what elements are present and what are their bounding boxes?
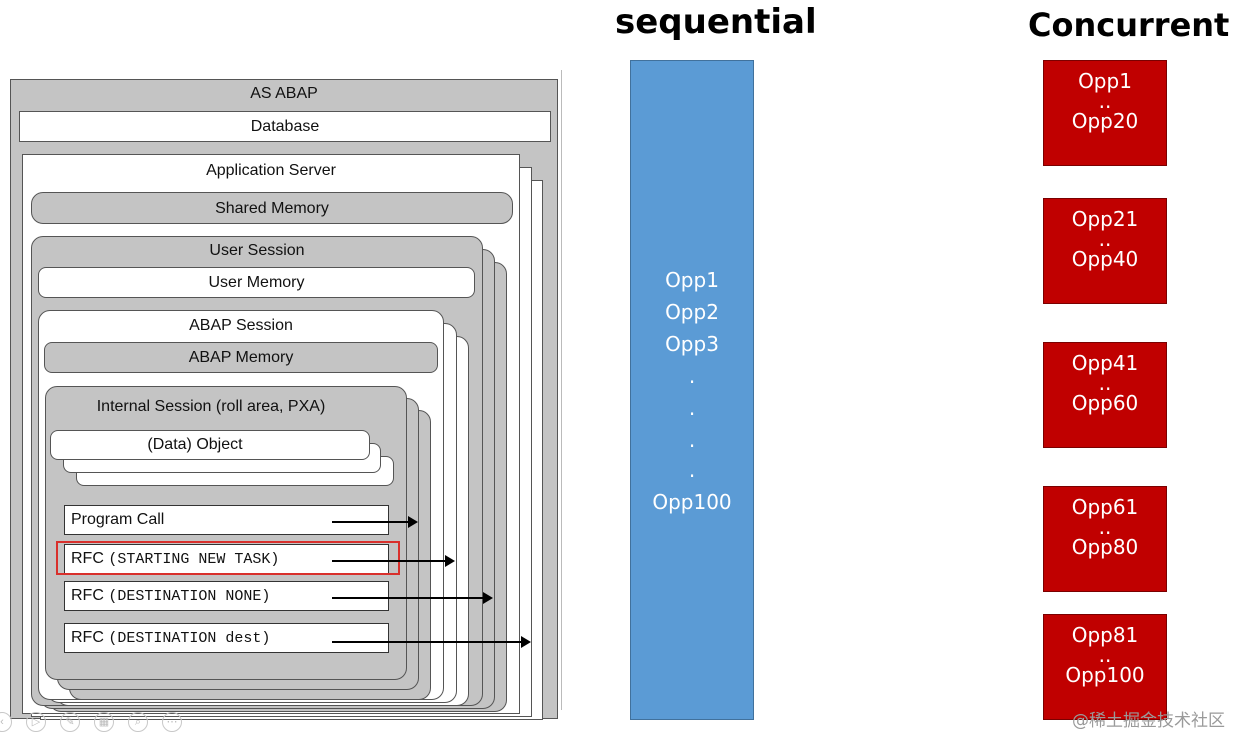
group-5-dots: ..: [1098, 643, 1112, 667]
group-1-start: Opp1: [1078, 69, 1132, 93]
seq-item-last: Opp100: [652, 490, 732, 514]
group-4-end: Opp80: [1071, 535, 1139, 559]
group-2-dots: ..: [1098, 227, 1112, 251]
seq-item-dot-1: .: [688, 364, 696, 388]
call-row-rfc-dest: RFC (DESTINATION dest): [64, 623, 389, 653]
arrow-program-call: [332, 516, 418, 528]
data-object-box: (Data) Object: [50, 430, 370, 460]
data-object-label: (Data) Object: [147, 436, 243, 453]
call-row-rfc-new-task-prefix: RFC: [71, 550, 109, 567]
seq-item-dot-4: .: [688, 458, 696, 482]
call-row-rfc-dest-none: RFC (DESTINATION NONE): [64, 581, 389, 611]
shared-memory-label: Shared Memory: [215, 200, 329, 217]
group-4-dots: ..: [1098, 515, 1112, 539]
call-row-program: Program Call: [64, 505, 389, 535]
internal-session-label: Internal Session (roll area, PXA): [96, 398, 326, 415]
zoom-icon[interactable]: ⌕: [128, 712, 148, 732]
seq-item-1: Opp1: [665, 268, 719, 292]
seq-item-3: Opp3: [665, 332, 719, 356]
seq-item-2: Opp2: [665, 300, 719, 324]
group-3-start: Opp41: [1071, 351, 1139, 375]
group-1-dots: ..: [1098, 89, 1112, 113]
call-row-rfc-new-task-code: (STARTING NEW TASK): [108, 551, 280, 568]
sequential-heading: sequential: [615, 2, 817, 42]
concurrent-group-5: Opp81 .. Opp100: [1043, 614, 1167, 720]
database-box: Database: [19, 111, 551, 142]
group-5-end: Opp100: [1065, 663, 1145, 687]
pen-icon[interactable]: ✎: [60, 712, 80, 732]
abap-diagram: AS ABAP Database Application Server Shar…: [0, 0, 565, 720]
call-row-rfc-dest-prefix: RFC: [71, 629, 109, 646]
abap-memory-box: ABAP Memory: [44, 342, 438, 373]
application-server-label: Application Server: [206, 162, 336, 179]
concurrent-group-1: Opp1 .. Opp20: [1043, 60, 1167, 166]
slides-icon[interactable]: ▦: [94, 712, 114, 732]
database-label: Database: [250, 118, 320, 135]
arrow-rfc-new-task: [332, 555, 455, 567]
sequential-column: Opp1 Opp2 Opp3 . . . . Opp100: [630, 60, 754, 720]
seq-item-dot-2: .: [688, 396, 696, 420]
play-icon[interactable]: ▷: [26, 712, 46, 732]
arrow-rfc-dest-none: [332, 592, 493, 604]
abap-session-label: ABAP Session: [189, 317, 293, 334]
concurrent-group-2: Opp21 .. Opp40: [1043, 198, 1167, 304]
call-row-rfc-dest-none-code: (DESTINATION NONE): [108, 588, 271, 605]
watermark-text: @稀土掘金技术社区: [1072, 711, 1225, 731]
user-session-label: User Session: [209, 242, 305, 259]
group-5-start: Opp81: [1071, 623, 1139, 647]
group-4-start: Opp61: [1071, 495, 1139, 519]
seq-item-dot-3: .: [688, 428, 696, 452]
more-icon[interactable]: ⋯: [162, 712, 182, 732]
group-2-start: Opp21: [1071, 207, 1139, 231]
call-row-program-label: Program Call: [71, 511, 165, 528]
shared-memory-box: Shared Memory: [31, 192, 513, 224]
group-1-end: Opp20: [1071, 109, 1139, 133]
concurrent-group-3: Opp41 .. Opp60: [1043, 342, 1167, 448]
concurrent-heading: Concurrent: [1028, 6, 1230, 44]
group-2-end: Opp40: [1071, 247, 1139, 271]
call-row-rfc-dest-none-prefix: RFC: [71, 587, 109, 604]
concurrent-group-4: Opp61 .. Opp80: [1043, 486, 1167, 592]
diagram-edge-line: [561, 70, 562, 710]
group-3-dots: ..: [1098, 371, 1112, 395]
abap-memory-label: ABAP Memory: [188, 349, 294, 366]
call-row-rfc-dest-code: (DESTINATION dest): [108, 630, 271, 647]
group-3-end: Opp60: [1071, 391, 1139, 415]
user-memory-box: User Memory: [38, 267, 475, 298]
highlight-rectangle: [56, 541, 400, 575]
user-memory-label: User Memory: [208, 274, 305, 291]
as-abap-label: AS ABAP: [250, 85, 318, 102]
arrow-rfc-dest: [332, 636, 531, 648]
